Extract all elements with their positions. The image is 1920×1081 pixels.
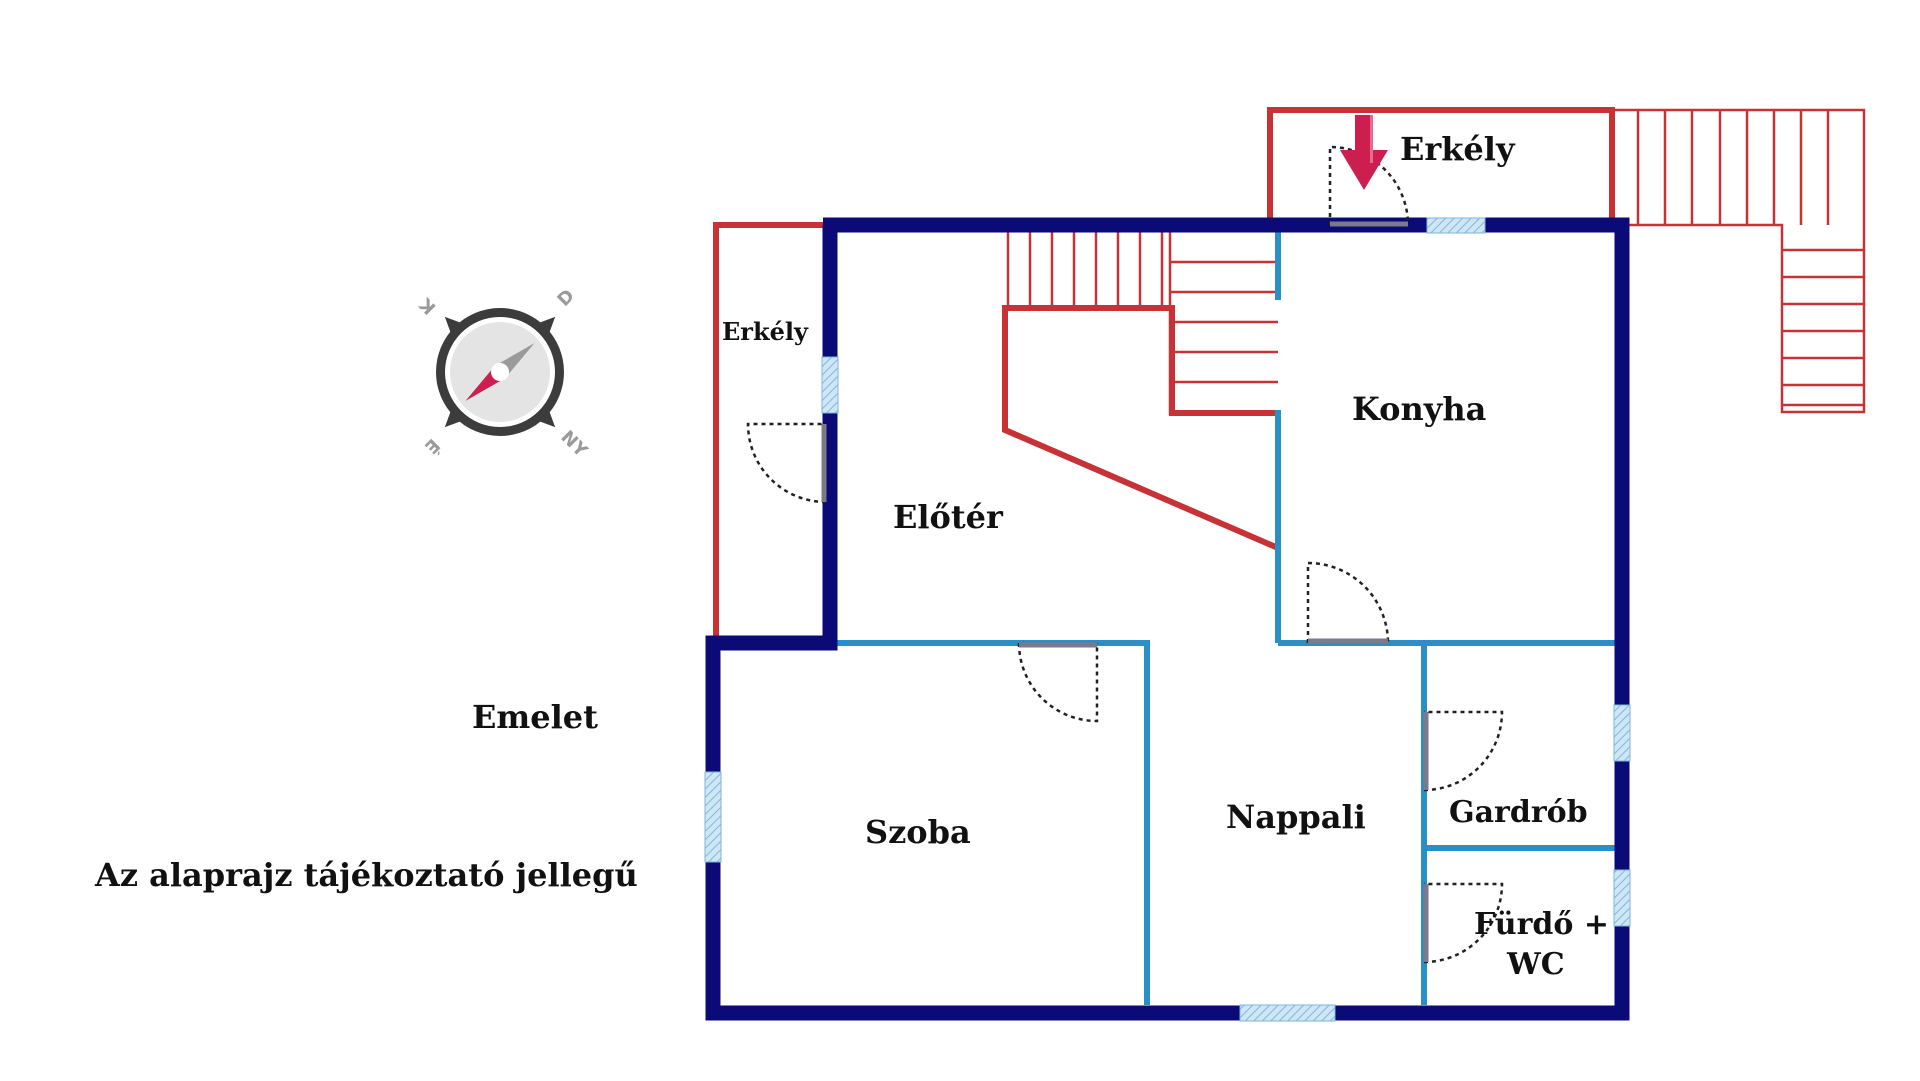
door-leaves xyxy=(821,221,1429,962)
window-szoba xyxy=(704,771,722,863)
compass-east: K xyxy=(415,293,440,318)
window-nappali xyxy=(1239,1004,1336,1022)
room-label-gardrob: Gardrób xyxy=(1449,795,1588,830)
door-gardrob xyxy=(1423,710,1504,792)
entrance-arrow xyxy=(1340,115,1388,190)
door-balcony-left xyxy=(746,422,827,504)
doors xyxy=(746,145,1504,964)
room-label-erkely-top: Erkély xyxy=(1400,130,1516,168)
compass: K D É NY xyxy=(415,285,592,462)
window-eloter xyxy=(821,356,839,414)
door-konyha xyxy=(1306,561,1390,644)
room-label-konyha: Konyha xyxy=(1352,390,1486,428)
room-label-eloter: Előtér xyxy=(893,498,1004,536)
room-label-furdo-line1: Fürdő + xyxy=(1474,907,1609,942)
balcony-left xyxy=(713,222,823,636)
window-gardrob xyxy=(1613,704,1631,762)
window-furdo xyxy=(1613,869,1631,927)
stairwell-outline xyxy=(1002,305,1280,551)
door-furdo xyxy=(1423,882,1504,964)
compass-west: NY xyxy=(557,427,592,462)
outer-walls xyxy=(705,217,1630,1021)
room-label-nappali: Nappali xyxy=(1226,798,1366,836)
inner-walls xyxy=(833,228,1615,1005)
outer-stair xyxy=(1610,108,1866,414)
window-kitchen xyxy=(1426,217,1486,234)
room-label-furdo-line2: WC xyxy=(1506,947,1565,982)
windows xyxy=(704,217,1631,1022)
disclaimer-text: Az alaprajz tájékoztató jellegű xyxy=(94,856,638,894)
door-szoba xyxy=(1017,642,1099,723)
room-label-erkely-left: Erkély xyxy=(722,317,809,346)
floor-label: Emelet xyxy=(472,698,598,736)
inner-stair xyxy=(1006,232,1278,415)
compass-north: É xyxy=(420,434,444,458)
compass-south: D xyxy=(553,285,578,310)
room-label-szoba: Szoba xyxy=(865,813,971,851)
